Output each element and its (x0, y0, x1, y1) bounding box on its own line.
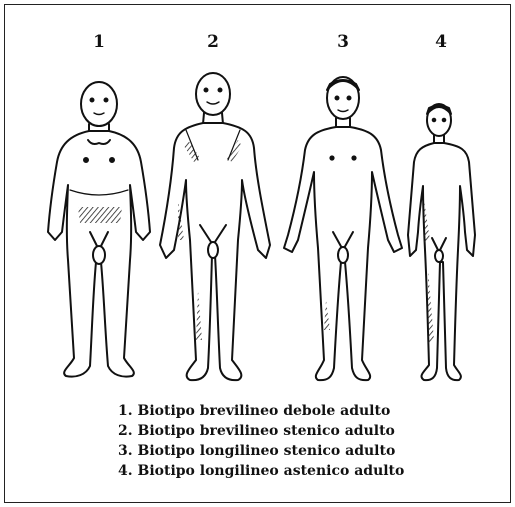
figure-2-brevilineo-stenico (160, 73, 270, 380)
figure-1-brevilineo-debole (48, 82, 150, 377)
caption-2: 2. Biotipo brevilineo stenico adulto (118, 421, 478, 441)
caption-1: 1. Biotipo brevilineo debole adulto (118, 401, 478, 421)
caption-3: 3. Biotipo longilineo stenico adulto (118, 441, 478, 461)
figure-4-longilineo-astenico (408, 104, 475, 380)
figure-3-longilineo-stenico (284, 77, 402, 380)
caption-4: 4. Biotipo longilineo astenico adulto (118, 461, 478, 481)
caption-list: 1. Biotipo brevilineo debole adulto 2. B… (118, 401, 478, 481)
